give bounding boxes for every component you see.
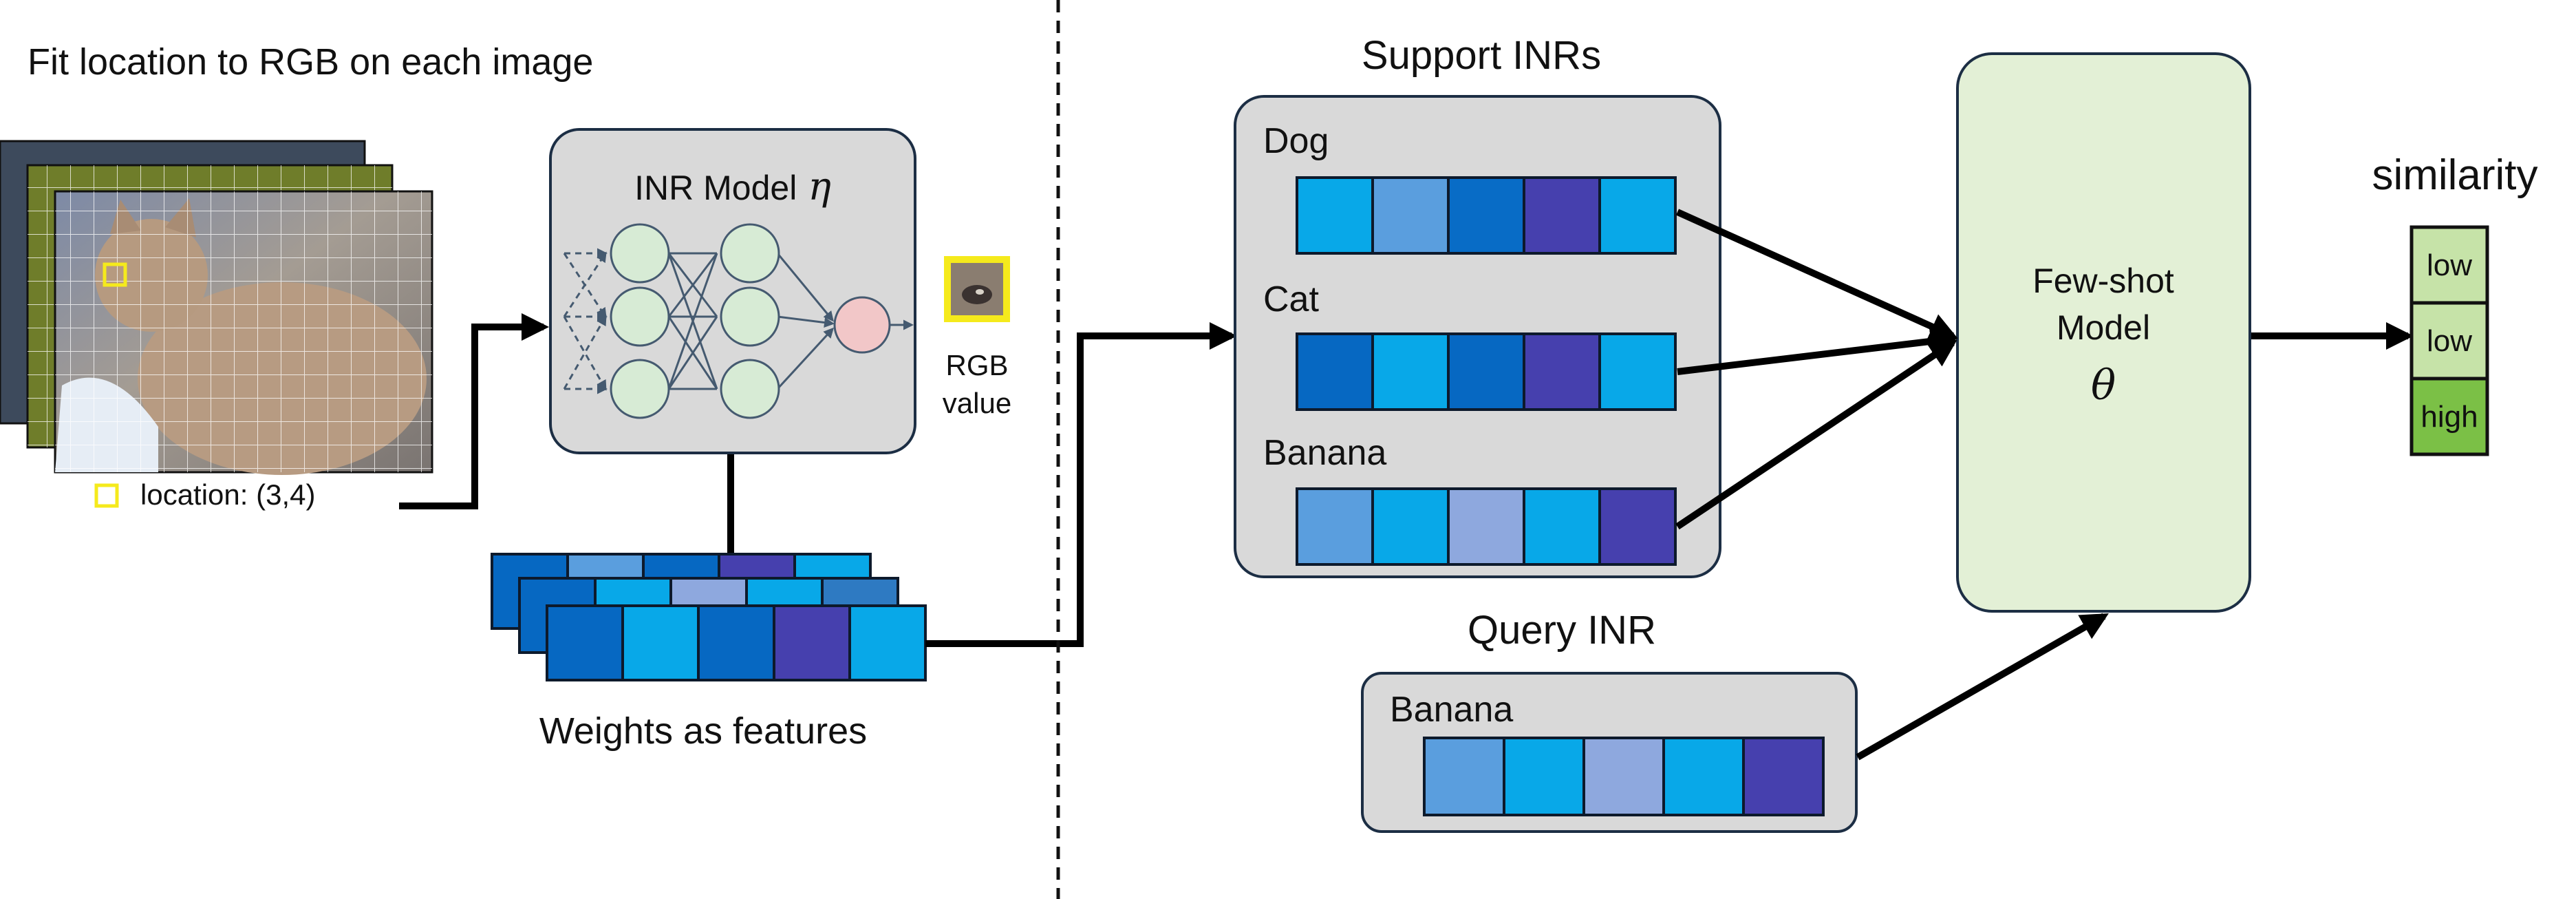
support-vector-cat-cell-2 bbox=[1371, 332, 1450, 411]
few-shot-symbol: θ bbox=[2091, 361, 2116, 410]
query-vector-banana-cell-4 bbox=[1662, 737, 1745, 816]
similarity-item-3: high bbox=[2409, 377, 2489, 456]
support-vectors bbox=[1296, 176, 1677, 566]
query-vector-banana bbox=[1423, 737, 1825, 816]
query-vector-banana-cell-5 bbox=[1742, 737, 1825, 816]
few-shot-line2: Model bbox=[2057, 308, 2150, 347]
rgb-value-swatch bbox=[944, 256, 1010, 322]
rgb-swatch-eye bbox=[962, 285, 992, 304]
query-row-label: Banana bbox=[1390, 690, 1513, 730]
banana-to-model-arrow bbox=[1675, 339, 1957, 530]
support-vector-dog-cell-2 bbox=[1371, 176, 1450, 255]
few-shot-line1: Few-shot bbox=[2032, 262, 2174, 300]
hidden-connections bbox=[667, 252, 914, 390]
support-vector-cat-cell-5 bbox=[1598, 332, 1677, 411]
support-vector-banana-cell-1 bbox=[1296, 487, 1374, 566]
similarity-label-2: low bbox=[2427, 324, 2472, 358]
location-legend-square bbox=[94, 483, 119, 508]
support-vector-cat-cell-3 bbox=[1447, 332, 1525, 411]
support-vector-dog-cell-1 bbox=[1296, 176, 1374, 255]
support-vector-banana-cell-5 bbox=[1598, 487, 1677, 566]
image-front-grid bbox=[55, 191, 432, 472]
support-vector-banana bbox=[1296, 487, 1677, 566]
similarity-item-2: low bbox=[2409, 301, 2489, 381]
support-vector-cat-cell-4 bbox=[1523, 332, 1601, 411]
similarity-label-3: high bbox=[2421, 400, 2478, 434]
inr-model-symbol: η bbox=[808, 165, 831, 209]
rgb-label-line1: RGB bbox=[945, 349, 1008, 381]
query-vector-banana-cell-2 bbox=[1503, 737, 1585, 816]
neural-network bbox=[563, 223, 914, 419]
similarity-item-1: low bbox=[2409, 225, 2489, 305]
weight-vector-3-cell-1 bbox=[546, 604, 624, 681]
query-vector-banana-cell-3 bbox=[1582, 737, 1665, 816]
dog-to-model-arrow bbox=[1675, 209, 1958, 340]
similarity-box-3 bbox=[2409, 377, 2489, 456]
left-title: Fit location to RGB on each image bbox=[28, 41, 593, 83]
image-stack bbox=[0, 140, 433, 475]
input-dashed-arrows bbox=[563, 248, 608, 394]
weights-to-support-arrow bbox=[925, 322, 1237, 647]
neuron-l1-3 bbox=[610, 359, 670, 419]
similarity-box-2 bbox=[2409, 301, 2489, 381]
weights-label: Weights as features bbox=[539, 710, 867, 752]
neuron-l2-2 bbox=[720, 286, 780, 347]
support-row-label-cat: Cat bbox=[1263, 279, 1319, 319]
neuron-output bbox=[833, 296, 891, 354]
weight-vector-3 bbox=[546, 604, 927, 681]
rgb-swatch-glint bbox=[976, 289, 984, 295]
support-vector-dog-cell-5 bbox=[1598, 176, 1677, 255]
support-vector-banana-cell-3 bbox=[1447, 487, 1525, 566]
support-vector-dog bbox=[1296, 176, 1677, 255]
cat-to-model-arrow bbox=[1677, 327, 1958, 375]
neuron-l2-1 bbox=[720, 223, 780, 284]
support-row-label-banana: Banana bbox=[1263, 433, 1386, 473]
inr-model-title: INR Model η bbox=[634, 165, 831, 209]
support-vector-banana-cell-2 bbox=[1371, 487, 1450, 566]
weight-vector-3-cell-5 bbox=[848, 604, 927, 681]
neuron-l1-2 bbox=[610, 286, 670, 347]
support-vector-dog-cell-4 bbox=[1523, 176, 1601, 255]
similarity-title: similarity bbox=[2372, 151, 2537, 199]
location-label: location: (3,4) bbox=[140, 478, 315, 511]
weight-stacks bbox=[491, 553, 927, 681]
neuron-l2-3 bbox=[720, 359, 780, 419]
weight-vector-3-cell-4 bbox=[773, 604, 851, 681]
inr-model-label: INR Model bbox=[634, 169, 797, 207]
similarity-label-1: low bbox=[2427, 248, 2472, 282]
similarity-bars: low low high bbox=[2409, 225, 2489, 456]
rgb-label-line2: value bbox=[943, 387, 1011, 419]
support-row-label-dog: Dog bbox=[1263, 121, 1329, 161]
query-to-model-arrow bbox=[1856, 613, 2109, 761]
neuron-l1-1 bbox=[610, 223, 670, 284]
support-vector-cat bbox=[1296, 332, 1677, 411]
support-vector-dog-cell-3 bbox=[1447, 176, 1525, 255]
location-to-inr-arrow bbox=[399, 313, 549, 509]
weight-vector-3-cell-3 bbox=[697, 604, 775, 681]
location-highlight bbox=[103, 262, 127, 287]
support-vector-banana-cell-4 bbox=[1523, 487, 1601, 566]
query-title: Query INR bbox=[1468, 608, 1656, 653]
query-vector-banana-cell-1 bbox=[1423, 737, 1505, 816]
support-title: Support INRs bbox=[1362, 33, 1601, 78]
weight-vector-3-cell-2 bbox=[621, 604, 700, 681]
query-vector bbox=[1423, 737, 1825, 816]
support-vector-cat-cell-1 bbox=[1296, 332, 1374, 411]
